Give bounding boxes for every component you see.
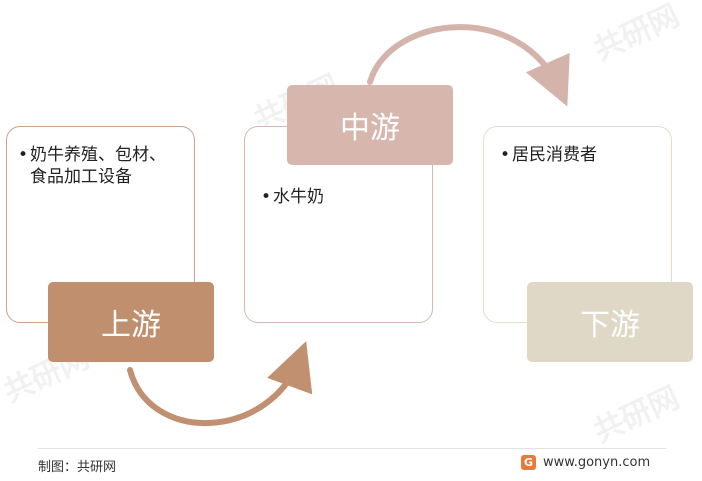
- downstream-item: 居民消费者: [500, 144, 662, 166]
- footer-divider: [37, 448, 667, 449]
- upstream-item: 奶牛养殖、包材、食品加工设备: [18, 144, 180, 188]
- midstream-label: 中游: [287, 85, 453, 165]
- arrow-upstream-to-midstream-icon: [127, 341, 313, 427]
- source-caption: 制图：共研网: [38, 460, 117, 475]
- gonyn-logo-icon: G: [521, 455, 536, 470]
- site-link[interactable]: G www.gonyn.com: [521, 455, 650, 470]
- site-url[interactable]: www.gonyn.com: [543, 455, 651, 470]
- arrow-midstream-to-downstream-icon: [367, 24, 570, 107]
- upstream-label: 上游: [48, 282, 214, 362]
- downstream-label: 下游: [527, 282, 693, 362]
- midstream-item: 水牛奶: [261, 186, 423, 208]
